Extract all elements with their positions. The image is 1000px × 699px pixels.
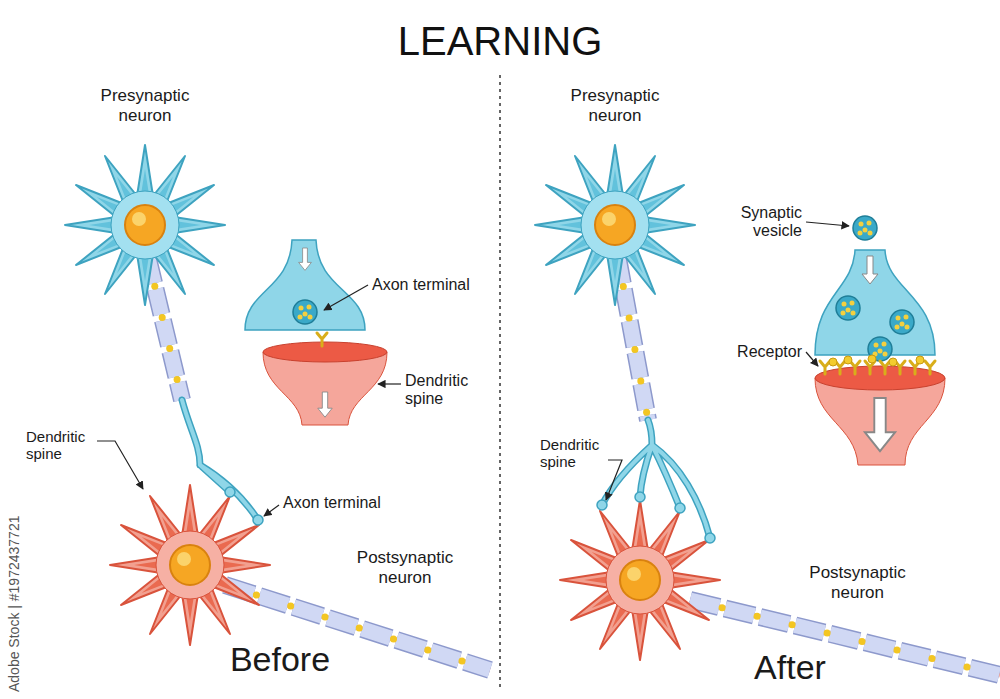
synapse-inset-before	[245, 240, 387, 425]
diagram-title: LEARNING	[0, 18, 1000, 64]
part-label: Axon terminal	[372, 276, 492, 294]
postsynaptic-soma	[110, 485, 270, 645]
neuron-label: Postsynaptic neuron	[350, 548, 460, 587]
axon-terminal-dot	[597, 492, 715, 543]
panel-label: Before	[210, 640, 350, 679]
part-label: Receptor	[722, 343, 802, 361]
watermark: Adobe Stock | #1972437721	[6, 516, 22, 692]
postsynaptic-soma	[560, 500, 720, 660]
neuron-label: Presynaptic neuron	[560, 86, 670, 125]
panel-divider	[499, 75, 501, 690]
presynaptic-soma	[65, 145, 225, 305]
leader-line	[97, 222, 849, 516]
panel-label: After	[720, 648, 860, 687]
neuron-label: Presynaptic neuron	[90, 86, 200, 125]
part-label: Axon terminal	[283, 494, 403, 512]
presynaptic-soma	[535, 145, 695, 305]
part-label: Synaptic vesicle	[716, 204, 802, 241]
presynaptic-axon	[148, 258, 258, 520]
part-label: Dendritic spine	[405, 372, 485, 409]
part-label: Dendritic spine	[26, 428, 98, 463]
axon-terminal-dot	[225, 487, 263, 525]
synapse-inset-after	[815, 216, 945, 465]
part-label: Dendritic spine	[540, 436, 612, 471]
postsynaptic-axon	[690, 600, 1000, 675]
neuron-label: Postsynaptic neuron	[800, 563, 915, 602]
presynaptic-axon	[602, 258, 710, 538]
